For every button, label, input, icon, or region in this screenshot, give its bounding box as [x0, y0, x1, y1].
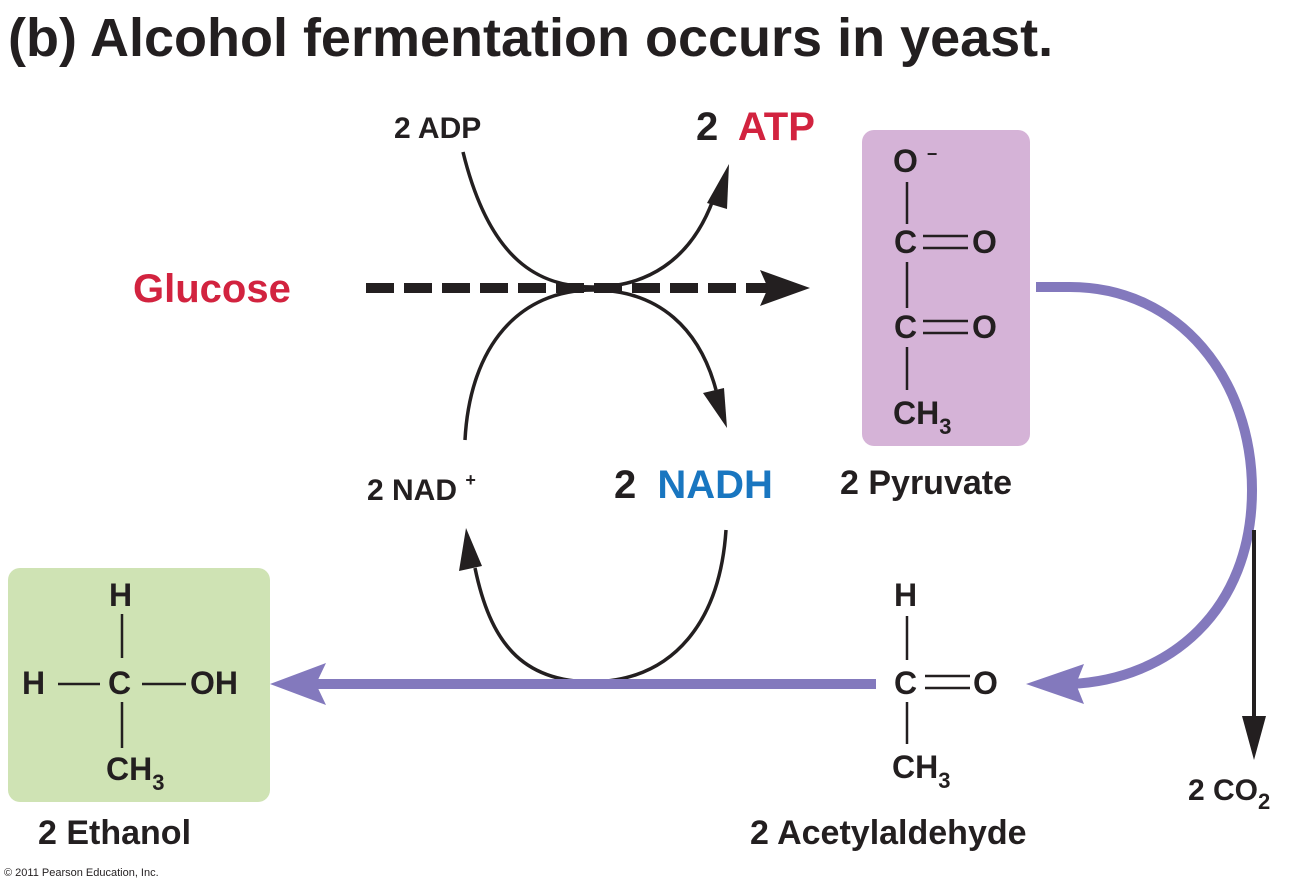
- acetaldehyde-c: C: [894, 665, 917, 701]
- pyruvate-structure: [905, 182, 968, 390]
- ethanol-oh: OH: [190, 665, 238, 701]
- pyruvate-o1: O: [972, 224, 997, 260]
- adp-label: 2 ADP: [394, 112, 481, 145]
- pyruvate-box: [862, 130, 1030, 446]
- pyruvate-o2: O: [972, 309, 997, 345]
- ethanol-label: 2 Ethanol: [38, 814, 191, 852]
- ethanol-h-left: H: [22, 665, 45, 701]
- glucose-arrowhead: [760, 270, 810, 306]
- ethanol-c: C: [108, 665, 131, 701]
- co2-arrowhead: [1242, 716, 1266, 760]
- pyruvate-c2: C: [894, 309, 917, 345]
- nadh-arrowhead: [703, 388, 727, 428]
- ethanol-arrowhead: [270, 663, 326, 705]
- acetaldehyde-o: O: [973, 665, 998, 701]
- pyruvate-to-acetaldehyde-arrow: [1036, 282, 1258, 689]
- pyruvate-label: 2 Pyruvate: [840, 464, 1012, 502]
- acetaldehyde-structure: [905, 616, 970, 744]
- pyruvate-c1: C: [894, 224, 917, 260]
- pyruvate-ch3: CH3: [893, 395, 951, 439]
- nad-arrowhead: [459, 528, 482, 571]
- ethanol-box: [8, 568, 270, 802]
- adp-atp-arc: [461, 151, 715, 289]
- acetaldehyde-h: H: [894, 577, 917, 613]
- nad-label: 2 NAD +: [367, 470, 476, 507]
- ethanol-structure: [58, 614, 186, 748]
- nadh-count: 2: [614, 463, 636, 507]
- nad-nadh-arc: [463, 288, 718, 441]
- nad-charge: +: [465, 470, 476, 490]
- acetaldehyde-arrowhead: [1026, 664, 1084, 704]
- ethanol-ch3: CH3: [106, 751, 164, 795]
- diagram-title: (b) Alcohol fermentation occurs in yeast…: [8, 8, 1053, 68]
- acetaldehyde-label: 2 Acetylaldehyde: [750, 814, 1027, 852]
- glucose-label: Glucose: [133, 267, 291, 311]
- nadh-text: NADH: [657, 463, 773, 507]
- atp-label: 2 ATP: [696, 105, 815, 149]
- co2-label: 2 CO2: [1188, 774, 1270, 814]
- ethanol-h-top: H: [109, 577, 132, 613]
- nadh-nad-arc: [473, 529, 728, 684]
- atp-text: ATP: [738, 105, 815, 149]
- atp-arrowhead: [707, 164, 729, 209]
- copyright: © 2011 Pearson Education, Inc.: [4, 867, 159, 879]
- nadh-label: 2 NADH: [614, 463, 773, 507]
- atp-count: 2: [696, 105, 718, 149]
- pyruvate-o-top: O −: [893, 143, 937, 179]
- nad-text: 2 NAD: [367, 474, 457, 507]
- acetaldehyde-ch3: CH3: [892, 749, 950, 793]
